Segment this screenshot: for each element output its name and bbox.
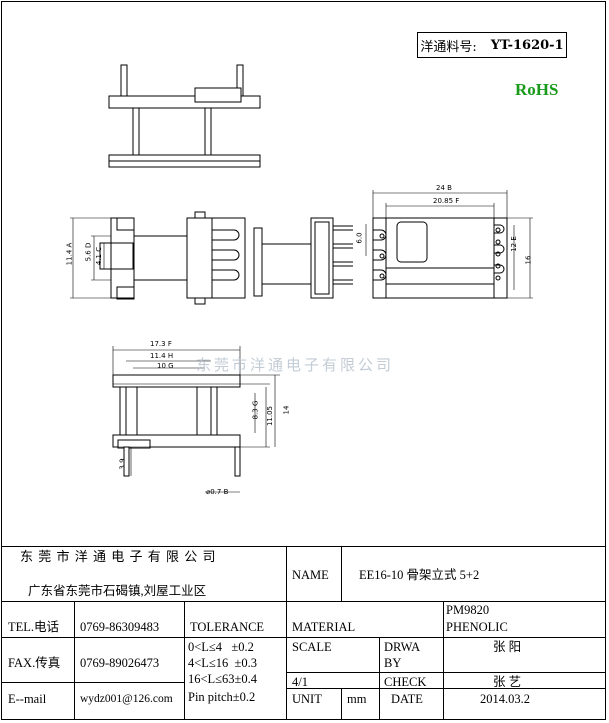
left-dimensions	[70, 217, 111, 299]
date-value: 2014.03.2	[480, 692, 530, 706]
top-plan-view	[372, 217, 508, 299]
scale-value: 4/1	[292, 675, 308, 689]
dim-6-0: 6.0	[355, 232, 364, 244]
tolerance-label: TOLERANCE	[190, 620, 265, 634]
dim-10: 10 G	[157, 362, 174, 370]
dim-20-85: 20.85 F	[433, 197, 460, 205]
fax-value: 0769-89026473	[80, 656, 160, 670]
part-number-box: 洋通料号: YT-1620-1	[417, 32, 567, 58]
unit-label: UNIT	[292, 692, 322, 706]
top-view	[108, 64, 261, 168]
dim-3-9: 3.9	[118, 458, 127, 470]
material-value-2: PHENOLIC	[446, 620, 508, 634]
dim-14: 14	[282, 405, 291, 415]
part-number: YT-1620-1	[490, 37, 564, 53]
name-value: EE16-10 骨架立式 5+2	[359, 568, 480, 582]
dim-16: 16	[524, 255, 533, 265]
material-label: MATERIAL	[292, 620, 356, 634]
dim-11-4-b: 11.4 H	[150, 352, 174, 360]
scale-label: SCALE	[292, 640, 332, 654]
dim-4-1: 4.1 C	[95, 246, 104, 266]
company-name: 东 莞 市 洋 通 电 子 有 限 公 司	[20, 549, 217, 564]
side-view-middle	[253, 217, 353, 299]
dim-24: 24 B	[436, 184, 452, 192]
tolerance-3: 16<L≤63±0.4	[188, 672, 258, 686]
company-address: 广东省东莞市石碣镇,刘屋工业区	[28, 584, 207, 598]
tel-value: 0769-86309483	[80, 620, 160, 634]
dimension-labels: 24 B 20.85 F 6.0 12 E 16 11.4 A 5.6 D 4.…	[65, 184, 533, 496]
email-value: wydz001@126.com	[80, 693, 173, 705]
drawer-name: 张 阳	[493, 640, 522, 654]
unit-value: mm	[347, 692, 367, 706]
tolerance-1: 0<L≤4 ±0.2	[188, 640, 254, 654]
drwa-label: DRWA	[384, 640, 421, 654]
dim-0-7: ⌀0.7 B	[206, 488, 229, 496]
bottom-dimensions	[112, 346, 280, 493]
material-value-1: PM9820	[446, 603, 490, 617]
fax-label: FAX.传真	[8, 656, 61, 670]
tolerance-2: 4<L≤16 ±0.3	[188, 656, 258, 670]
right-dimensions	[365, 190, 533, 299]
dim-17-3: 17.3 F	[150, 340, 172, 348]
name-label: NAME	[292, 568, 329, 582]
date-label: DATE	[391, 692, 423, 706]
title-block: 东 莞 市 洋 通 电 子 有 限 公 司 广东省东莞市石碣镇,刘屋工业区 NA…	[2, 546, 606, 720]
dim-12: 12 E	[509, 236, 518, 252]
by-label: BY	[384, 656, 402, 670]
dim-11-4: 11.4 A	[65, 242, 74, 266]
tel-label: TEL.电话	[8, 620, 60, 634]
tolerance-4: Pin pitch±0.2	[188, 690, 256, 704]
email-label: E--mail	[8, 692, 47, 706]
technical-drawing	[70, 64, 533, 493]
watermark: 东莞市洋通电子有限公司	[196, 356, 395, 374]
check-label: CHECK	[384, 675, 427, 689]
side-view-left	[99, 211, 246, 305]
dim-5-6: 5.6 D	[84, 242, 93, 262]
checker-name: 张 艺	[493, 675, 522, 689]
rohs-mark: RoHS	[515, 80, 559, 99]
part-number-label: 洋通料号:	[420, 39, 477, 55]
dim-8-3: 8.3 G	[251, 400, 260, 420]
dim-11-05: 11.05	[266, 405, 275, 427]
